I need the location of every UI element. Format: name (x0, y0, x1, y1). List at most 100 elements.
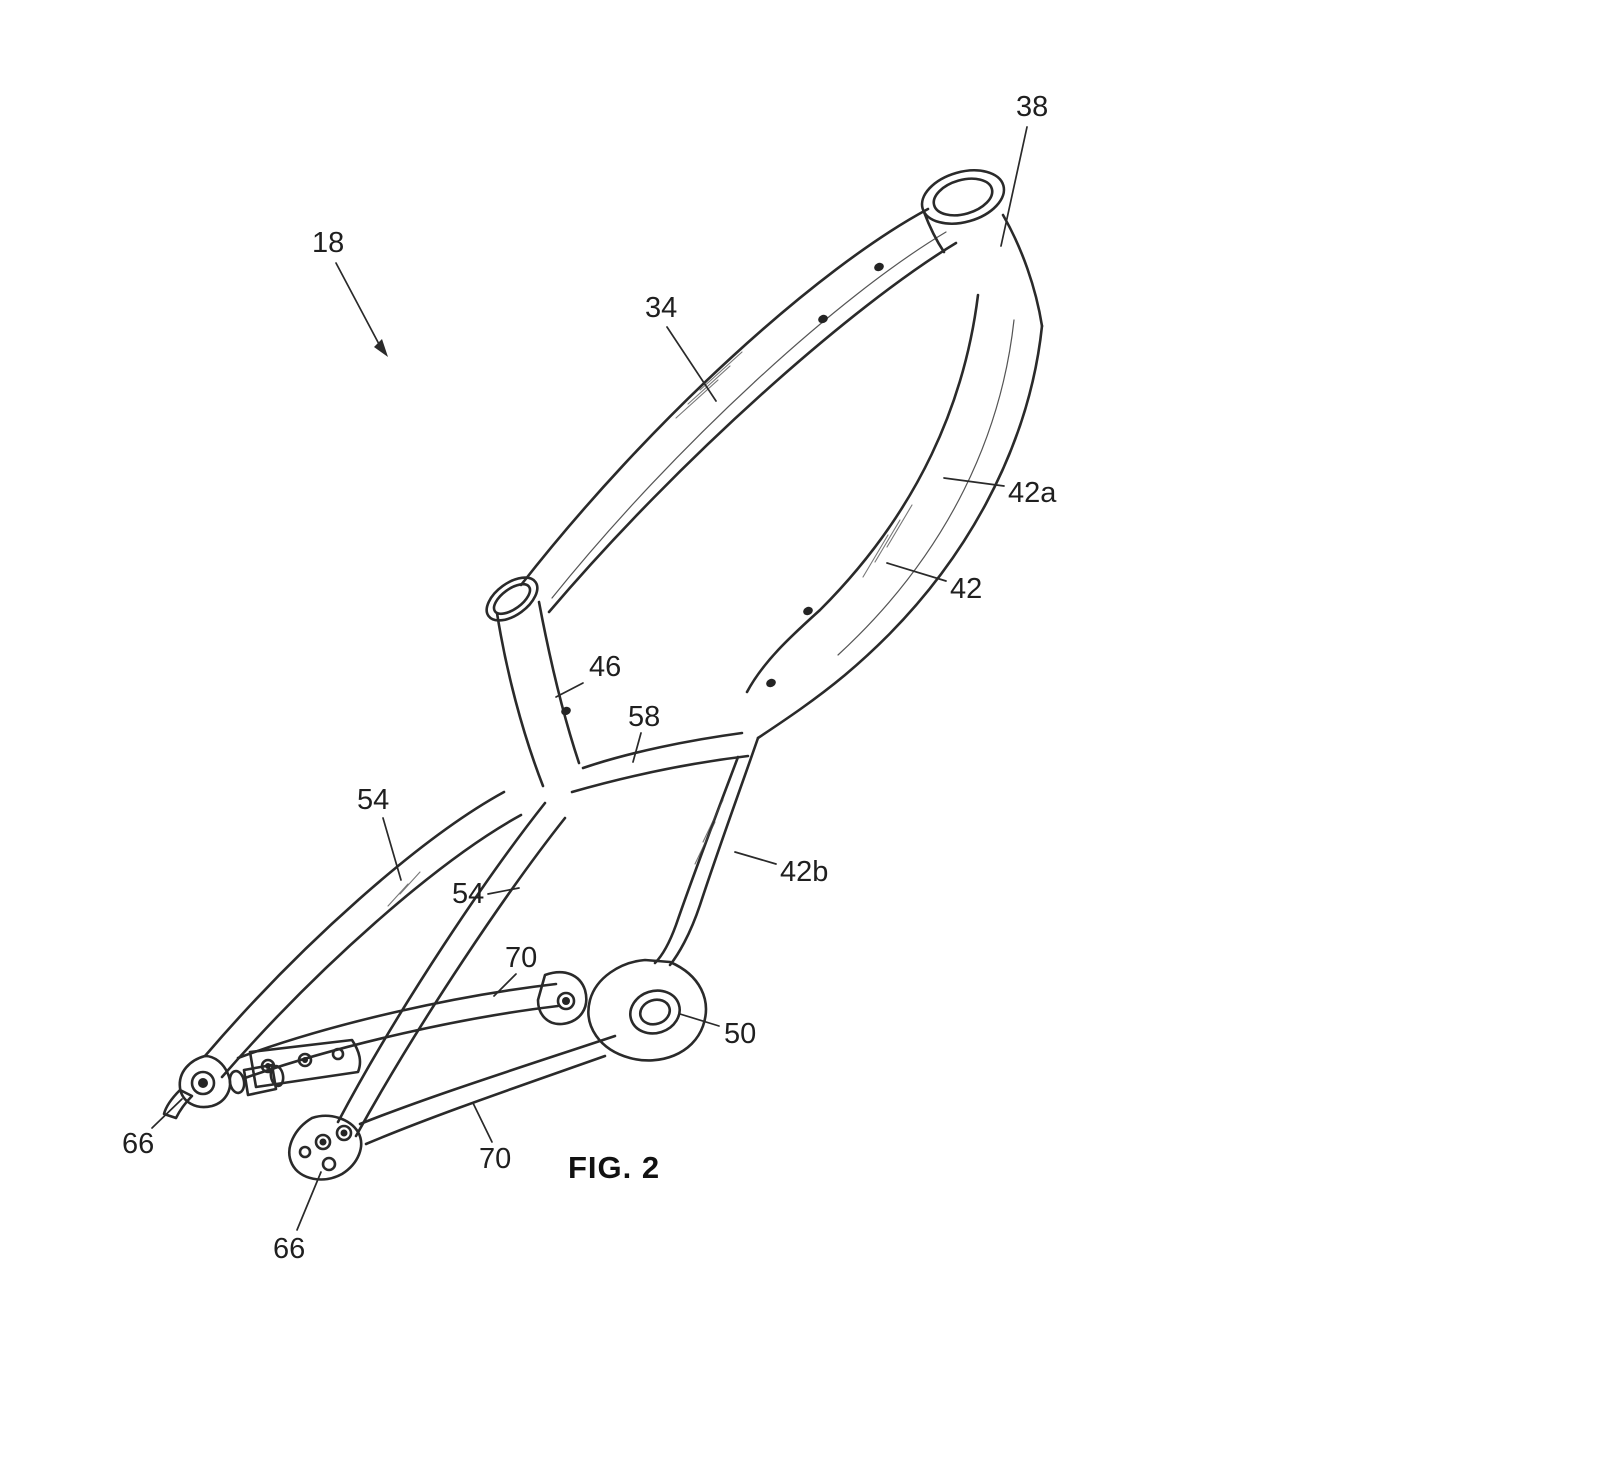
dropout-bottom-hole-1 (314, 1133, 332, 1151)
ref-label-66-b: 66 (273, 1233, 305, 1265)
chain-stay-lower-top-edge (358, 1034, 617, 1126)
head-tube-outer-ring (920, 169, 1006, 225)
leader-line-38 (1000, 126, 1028, 247)
bridge-top-edge (581, 731, 744, 770)
ref-label-46: 46 (589, 651, 621, 683)
ref-label-70-a: 70 (505, 942, 537, 974)
seat-stay-left-bottom-edge (220, 813, 523, 1079)
ref-label-18: 18 (312, 227, 344, 259)
leader-line-66-a (151, 1098, 183, 1129)
dropout-left (162, 1054, 232, 1120)
bolt-dots (561, 262, 884, 716)
axle-hole-outer (629, 989, 681, 1035)
ref-label-54-b: 54 (452, 878, 484, 910)
head-tube-body-left-edge (922, 210, 946, 254)
ref-label-50: 50 (724, 1018, 756, 1050)
seat-tube-left-edge (495, 611, 545, 788)
pivot-bolt-center (562, 997, 570, 1005)
hatch-seat-stay (387, 871, 421, 907)
labels: 38 18 34 42a 42 46 58 54 54 42b 70 50 66… (122, 91, 1057, 1265)
dropout-bottom-hole-1-center (319, 1138, 327, 1146)
ref-label-42a: 42a (1008, 477, 1057, 509)
ref-label-42: 42 (950, 573, 982, 605)
leader-line-42b (734, 851, 777, 865)
leader-line-58 (632, 732, 642, 763)
skewer (228, 1063, 285, 1097)
frame-drawing (162, 169, 1044, 1181)
mount-plate-hole-2 (297, 1052, 313, 1068)
leader-line-54-b (487, 887, 520, 895)
top-tube-inner-contour (551, 231, 947, 599)
leader-line-46 (555, 682, 584, 698)
assembly-arrow-18 (335, 262, 388, 357)
figure-caption: FIG. 2 (568, 1150, 660, 1185)
chain-stay-upper-bottom-edge (243, 1004, 560, 1080)
down-tube-lower-outer-edge (668, 736, 760, 967)
pivot-lug-outline (536, 970, 588, 1026)
down-tube (745, 293, 1044, 740)
bolt-dot-top-tube-1 (874, 262, 884, 272)
dropout-bottom-hole-2 (335, 1124, 353, 1142)
leader-line-42a (943, 477, 1005, 487)
ref-label-70-b: 70 (479, 1143, 511, 1175)
bridge-bottom-edge (570, 754, 750, 794)
leader-line-70-b (472, 1102, 493, 1143)
ref-label-34: 34 (645, 292, 677, 324)
chain-stay-upper-top-edge (236, 982, 558, 1060)
hatch-top-tube (675, 351, 743, 419)
axle-hole-inner (638, 998, 672, 1026)
chain-stay-lower-bottom-edge (364, 1054, 607, 1146)
head-tube (920, 169, 1044, 328)
bottom-bracket-lug (587, 958, 708, 1062)
head-tube-body-right-edge (1001, 213, 1044, 328)
pivot-bolt-ring (556, 991, 576, 1011)
bolt-dot-seat-tube (561, 706, 571, 716)
seat-stays (203, 790, 567, 1138)
bolt-dot-top-tube-2 (818, 314, 828, 324)
hatch-down-tube (862, 504, 913, 578)
bolt-dot-down-tube-1 (803, 606, 813, 616)
bridge-tube (570, 731, 750, 794)
dropout-bottom-hole-3 (321, 1156, 337, 1172)
head-tube-inner-ring (932, 177, 994, 217)
seat-stay-right-top-edge (336, 801, 547, 1124)
hatch-down-tube-lower (694, 799, 724, 865)
dropout-left-hole (190, 1070, 216, 1096)
mount-plate-hole-1-center (265, 1063, 271, 1069)
arrow-shaft-18 (335, 262, 381, 347)
mount-plate (248, 1038, 362, 1089)
top-tube-bottom-edge (547, 241, 958, 614)
leader-line-50 (679, 1013, 720, 1027)
down-tube-wall-contour (837, 319, 1015, 656)
seat-stay-right-bottom-edge (354, 816, 567, 1138)
down-tube-lower-inner-edge (653, 755, 740, 965)
chain-stays (236, 982, 617, 1146)
leader-line-34 (666, 326, 717, 402)
down-tube-inner-edge (745, 293, 980, 694)
top-tube-top-edge (519, 207, 930, 587)
dropout-left-hole-center (198, 1078, 208, 1088)
seat-opening-outer (485, 576, 539, 622)
mount-plate-hole-2-center (302, 1057, 308, 1063)
dropout-bottom-hole-4 (298, 1145, 312, 1159)
ref-label-38: 38 (1016, 91, 1048, 123)
mount-plate-outline (248, 1038, 362, 1089)
top-tube (519, 207, 958, 614)
qr-lever (162, 1088, 194, 1120)
down-tube-outer-edge (756, 324, 1044, 740)
leader-line-42 (886, 562, 947, 582)
dropout-bottom-outline (288, 1114, 363, 1181)
bolt-dot-down-tube-2 (766, 678, 776, 688)
seat-tube-opening (485, 576, 539, 622)
dropout-left-outline (178, 1054, 232, 1109)
seat-stay-left-top-edge (203, 790, 506, 1058)
arrowhead-18-icon (374, 339, 388, 357)
pivot-lug (536, 970, 588, 1026)
seat-opening-inner (492, 582, 532, 616)
lug-outline (587, 958, 708, 1062)
leader-line-66-b (296, 1171, 322, 1231)
leader-line-54-a (382, 817, 402, 881)
seat-tube (495, 600, 581, 788)
